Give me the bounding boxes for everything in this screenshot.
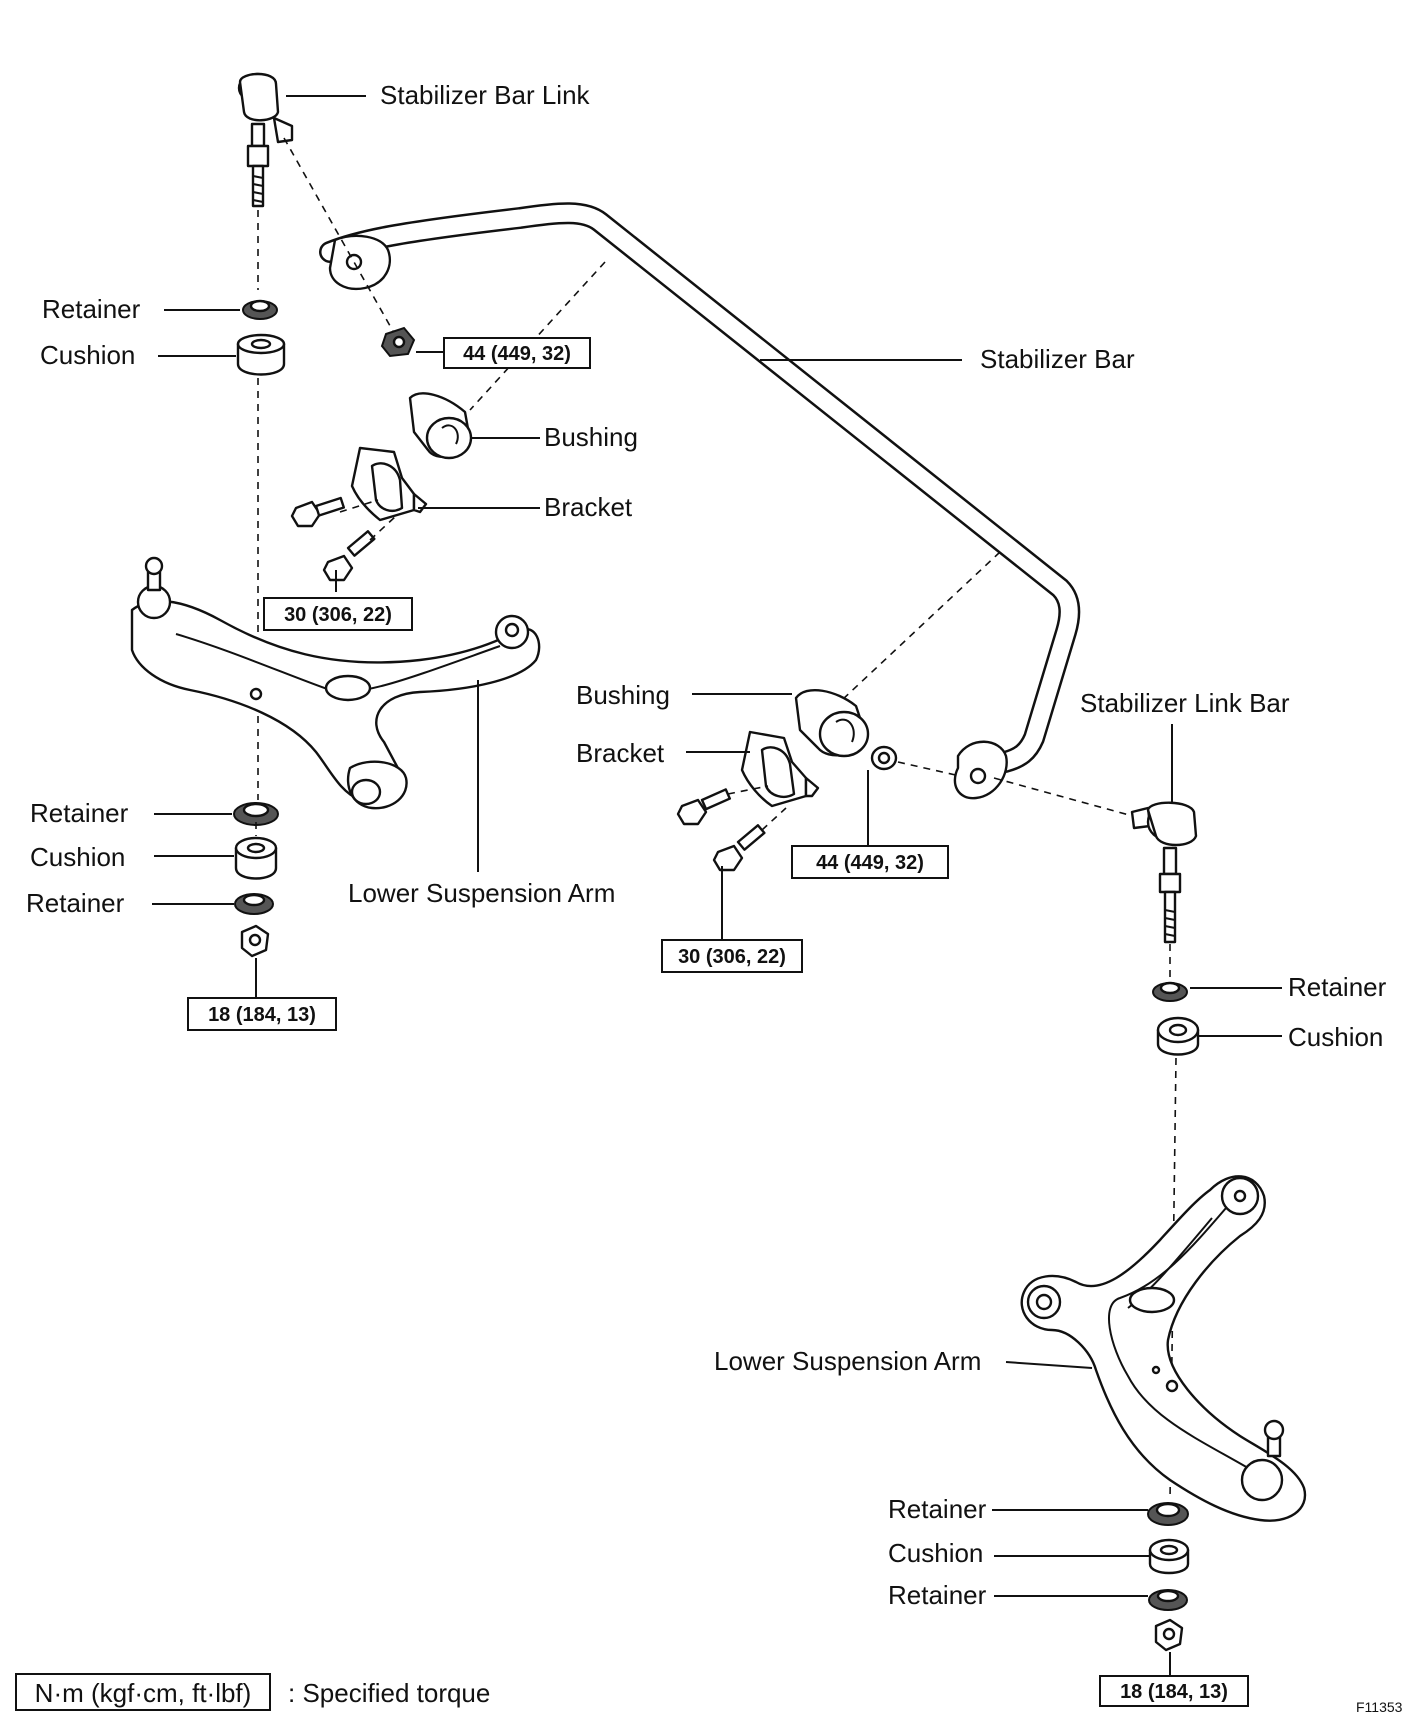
- label-cushion-left-bottom: Cushion: [30, 842, 125, 872]
- label-lower-suspension-arm-left: Lower Suspension Arm: [348, 878, 615, 908]
- bushing-part: [794, 689, 870, 758]
- svg-text:30 (306, 22): 30 (306, 22): [284, 604, 392, 626]
- label-retainer-left-1: Retainer: [30, 798, 129, 828]
- leader-lines: [152, 95, 1282, 1676]
- lower-suspension-arm-part: [1020, 1175, 1307, 1522]
- label-bushing-upper: Bushing: [544, 422, 638, 452]
- svg-text:18 (184, 13): 18 (184, 13): [1120, 1681, 1228, 1703]
- svg-text:18 (184, 13): 18 (184, 13): [208, 1004, 316, 1026]
- label-bracket-lower: Bracket: [576, 738, 665, 768]
- label-retainer-left-2: Retainer: [26, 888, 125, 918]
- label-stabilizer-link-bar: Stabilizer Link Bar: [1080, 688, 1290, 718]
- label-cushion-right-bottom: Cushion: [888, 1538, 983, 1568]
- svg-text:44 (449, 32): 44 (449, 32): [816, 852, 924, 874]
- retainer-part: [1147, 1502, 1189, 1526]
- nut-part: [380, 326, 416, 358]
- bracket-part: [350, 446, 428, 522]
- label-retainer-right-2: Retainer: [888, 1580, 987, 1610]
- retainer-part: [1152, 981, 1188, 1002]
- torque-box-44-upper: 44 (449, 32): [443, 337, 591, 369]
- cushion-part: [1156, 1016, 1200, 1056]
- bolt-part: [290, 496, 376, 582]
- torque-box-30-lower: 30 (306, 22): [661, 939, 803, 973]
- label-cushion-left-top: Cushion: [40, 340, 135, 370]
- cushion-part: [236, 333, 286, 376]
- retainer-part: [234, 893, 274, 915]
- stabilizer-link-bar-part: [1130, 801, 1198, 944]
- stabilizer-bar: [319, 202, 1081, 800]
- retainer-part: [1148, 1589, 1188, 1611]
- cushion-part: [1148, 1538, 1190, 1575]
- torque-box-44-lower: 44 (449, 32): [791, 845, 949, 879]
- torque-box-30-upper: 30 (306, 22): [263, 597, 413, 631]
- torque-legend: N·m (kgf·cm, ft·lbf) : Specified torque: [15, 1673, 490, 1711]
- legend-unit: N·m (kgf·cm, ft·lbf): [35, 1678, 252, 1708]
- bushing-part: [408, 392, 473, 460]
- nut-part: [1154, 1618, 1184, 1652]
- bracket-part: [740, 730, 820, 808]
- label-lower-suspension-arm-right: Lower Suspension Arm: [714, 1346, 981, 1376]
- legend-text: : Specified torque: [288, 1678, 490, 1708]
- stabilizer-bar-link-part: [237, 72, 294, 208]
- figure-code: F11353: [1356, 1699, 1403, 1714]
- label-bracket-upper: Bracket: [544, 492, 633, 522]
- svg-text:30 (306, 22): 30 (306, 22): [678, 946, 786, 968]
- svg-text:44 (449, 32): 44 (449, 32): [463, 343, 571, 365]
- cushion-part: [234, 836, 278, 880]
- nut-part: [240, 924, 270, 958]
- label-retainer-left-top: Retainer: [42, 294, 141, 324]
- label-stabilizer-bar-link: Stabilizer Bar Link: [380, 80, 591, 110]
- label-retainer-right-1: Retainer: [888, 1494, 987, 1524]
- label-bushing-lower: Bushing: [576, 680, 670, 710]
- torque-box-18-right: 18 (184, 13): [1099, 1675, 1249, 1707]
- label-stabilizer-bar: Stabilizer Bar: [980, 344, 1135, 374]
- lower-suspension-arm-part: [130, 556, 541, 810]
- torque-box-18-left: 18 (184, 13): [187, 997, 337, 1031]
- label-cushion-right-top: Cushion: [1288, 1022, 1383, 1052]
- label-retainer-right-top: Retainer: [1288, 972, 1387, 1002]
- bolt-part: [676, 788, 766, 872]
- retainer-part: [233, 802, 279, 826]
- retainer-part: [242, 299, 278, 320]
- nut-part: [870, 745, 898, 771]
